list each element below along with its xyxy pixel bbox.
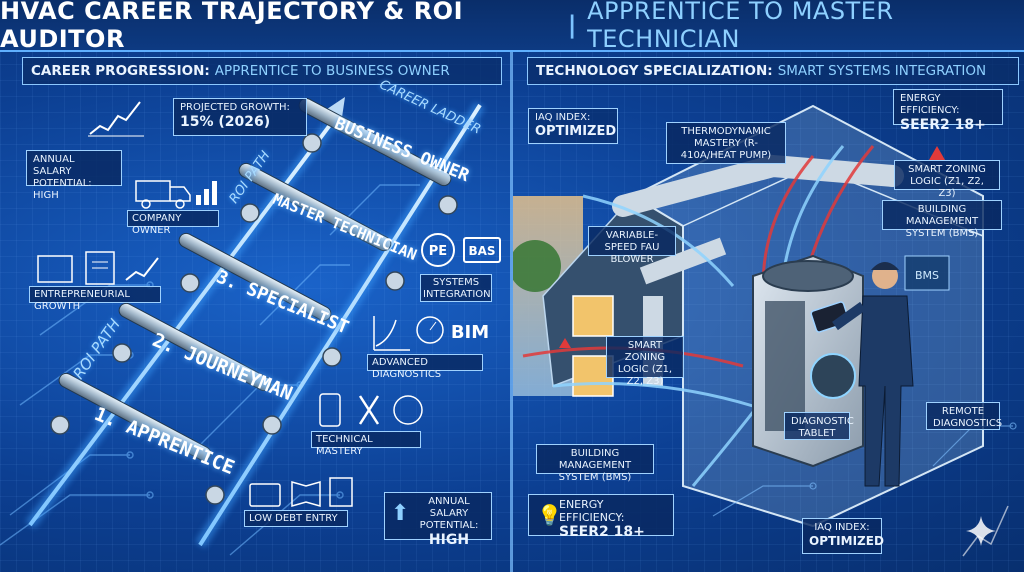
page-title: HVAC CAREER TRAJECTORY & ROI AUDITOR [0, 0, 464, 53]
company-owner-tag: COMPANY OWNER [127, 210, 219, 236]
diagnostic-tablet-box: DIAGNOSTIC TABLET [784, 412, 854, 440]
page-subtitle: APPRENTICE TO MASTER TECHNICIAN [587, 0, 894, 53]
remote-diagnostics-label: REMOTE DIAGNOSTICS [933, 406, 1003, 429]
title-separator: | [567, 11, 578, 39]
bms-screen-text: BMS [915, 269, 939, 282]
iaq-index-bottom-label: IAQ INDEX: [814, 522, 870, 533]
iaq-index-label: IAQ INDEX: [535, 112, 591, 123]
entry-documents-icon [249, 477, 353, 507]
entrepreneurial-growth-label: ENTREPRENEURIAL GROWTH [34, 289, 130, 312]
salary-potential-box: ANNUAL SALARY POTENTIAL: HIGH [26, 150, 122, 201]
sparkle-icon [966, 516, 996, 546]
bottom-salary-box: ⬆ ANNUAL SALARY POTENTIAL: HIGH [384, 492, 492, 548]
bottom-salary-value: HIGH [428, 532, 470, 548]
contract-documents-icon [37, 251, 159, 285]
bim-badge-text: BIM [451, 322, 489, 343]
projected-growth-label: PROJECTED GROWTH: [180, 102, 290, 113]
technical-tools-icon [319, 393, 423, 427]
diagnostic-tablet-label: DIAGNOSTIC TABLET [791, 416, 854, 439]
bms-top-label: BUILDING MANAGEMENT SYSTEM (BMS) [905, 204, 979, 239]
advanced-diagnostics-label: ADVANCED DIAGNOSTICS [372, 357, 442, 380]
right-section-banner: TECHNOLOGY SPECIALIZATION: SMART SYSTEMS… [527, 57, 1019, 85]
right-banner-main: TECHNOLOGY SPECIALIZATION: [536, 63, 773, 79]
bas-badge-text: BAS [468, 244, 495, 258]
technical-mastery-label: TECHNICAL MASTERY [316, 434, 373, 457]
projected-growth-value: 15% (2026) [180, 114, 271, 130]
smart-zoning-mid-box: SMART ZONING LOGIC (Z1, Z2, Z3) [606, 336, 684, 387]
pe-badge-text: PE [429, 244, 447, 259]
low-debt-entry-tag: LOW DEBT ENTRY [244, 510, 348, 527]
iaq-index-bottom-box: IAQ INDEX: OPTIMIZED [802, 518, 884, 554]
smart-zoning-top-label: SMART ZONING LOGIC (Z1, Z2, Z3) [908, 164, 986, 199]
energy-efficiency-top-box: ENERGY EFFICIENCY: SEER2 18+ [893, 89, 1003, 133]
bms-bottom-box: BUILDING MANAGEMENT SYSTEM (BMS) [536, 444, 654, 483]
energy-efficiency-top-label: ENERGY EFFICIENCY: [900, 93, 960, 116]
thermodynamic-mastery-box: THERMODYNAMIC MASTERY (R-410A/HEAT PUMP) [666, 122, 786, 164]
iaq-index-box: IAQ INDEX: OPTIMIZED [528, 108, 618, 144]
growth-chart-icon [88, 101, 144, 137]
up-arrow-icon: ⬆ [391, 501, 410, 526]
energy-efficiency-bottom-value: SEER2 18+ [559, 524, 645, 541]
bms-top-box: BUILDING MANAGEMENT SYSTEM (BMS) [882, 200, 1002, 239]
variable-speed-label: VARIABLE-SPEED FAU BLOWER [604, 230, 660, 265]
bottom-salary-label: ANNUAL SALARY POTENTIAL: [419, 496, 479, 531]
advanced-diagnostics-tag: ADVANCED DIAGNOSTICS [367, 354, 483, 380]
energy-efficiency-bottom-box: 💡 ENERGY EFFICIENCY: SEER2 18+ [528, 494, 674, 540]
credential-badges-icon: PE BAS [421, 233, 501, 267]
left-section-banner: CAREER PROGRESSION: APPRENTICE TO BUSINE… [22, 57, 502, 85]
energy-efficiency-bottom-label: ENERGY EFFICIENCY: [559, 498, 625, 525]
salary-potential-label: ANNUAL SALARY POTENTIAL: HIGH [33, 154, 92, 201]
bms-bottom-label: BUILDING MANAGEMENT SYSTEM (BMS) [558, 448, 632, 483]
diagnostics-tools-icon: BIM [373, 316, 489, 351]
title-bar: HVAC CAREER TRAJECTORY & ROI AUDITOR | A… [0, 0, 1024, 53]
technical-mastery-tag: TECHNICAL MASTERY [311, 431, 421, 457]
projected-growth-box: PROJECTED GROWTH: 15% (2026) [173, 98, 307, 136]
smart-zoning-mid-label: SMART ZONING LOGIC (Z1, Z2, Z3) [617, 340, 673, 387]
low-debt-entry-label: LOW DEBT ENTRY [249, 513, 338, 524]
company-truck-icon [135, 180, 217, 209]
variable-speed-box: VARIABLE-SPEED FAU BLOWER [588, 226, 676, 265]
company-owner-label: COMPANY OWNER [132, 213, 182, 236]
career-ladder-drawing [0, 97, 486, 556]
iaq-index-value: OPTIMIZED [535, 124, 617, 139]
right-banner-highlight: SMART SYSTEMS INTEGRATION [777, 63, 987, 79]
panel-divider [510, 52, 513, 572]
iaq-index-bottom-value: OPTIMIZED [809, 534, 884, 548]
lightbulb-icon: 💡 [537, 503, 562, 527]
left-banner-main: CAREER PROGRESSION: [31, 63, 210, 79]
smart-zoning-top-box: SMART ZONING LOGIC (Z1, Z2, Z3) [894, 160, 1000, 199]
systems-integration-label: SYSTEMS INTEGRATION [423, 277, 491, 300]
left-banner-highlight: APPRENTICE TO BUSINESS OWNER [214, 63, 450, 79]
systems-integration-tag: SYSTEMS INTEGRATION [420, 274, 492, 302]
energy-efficiency-top-value: SEER2 18+ [900, 117, 986, 133]
entrepreneurial-growth-tag: ENTREPRENEURIAL GROWTH [29, 286, 161, 312]
remote-diagnostics-box: REMOTE DIAGNOSTICS [926, 402, 1003, 430]
thermodynamic-mastery-label: THERMODYNAMIC MASTERY (R-410A/HEAT PUMP) [680, 126, 772, 161]
